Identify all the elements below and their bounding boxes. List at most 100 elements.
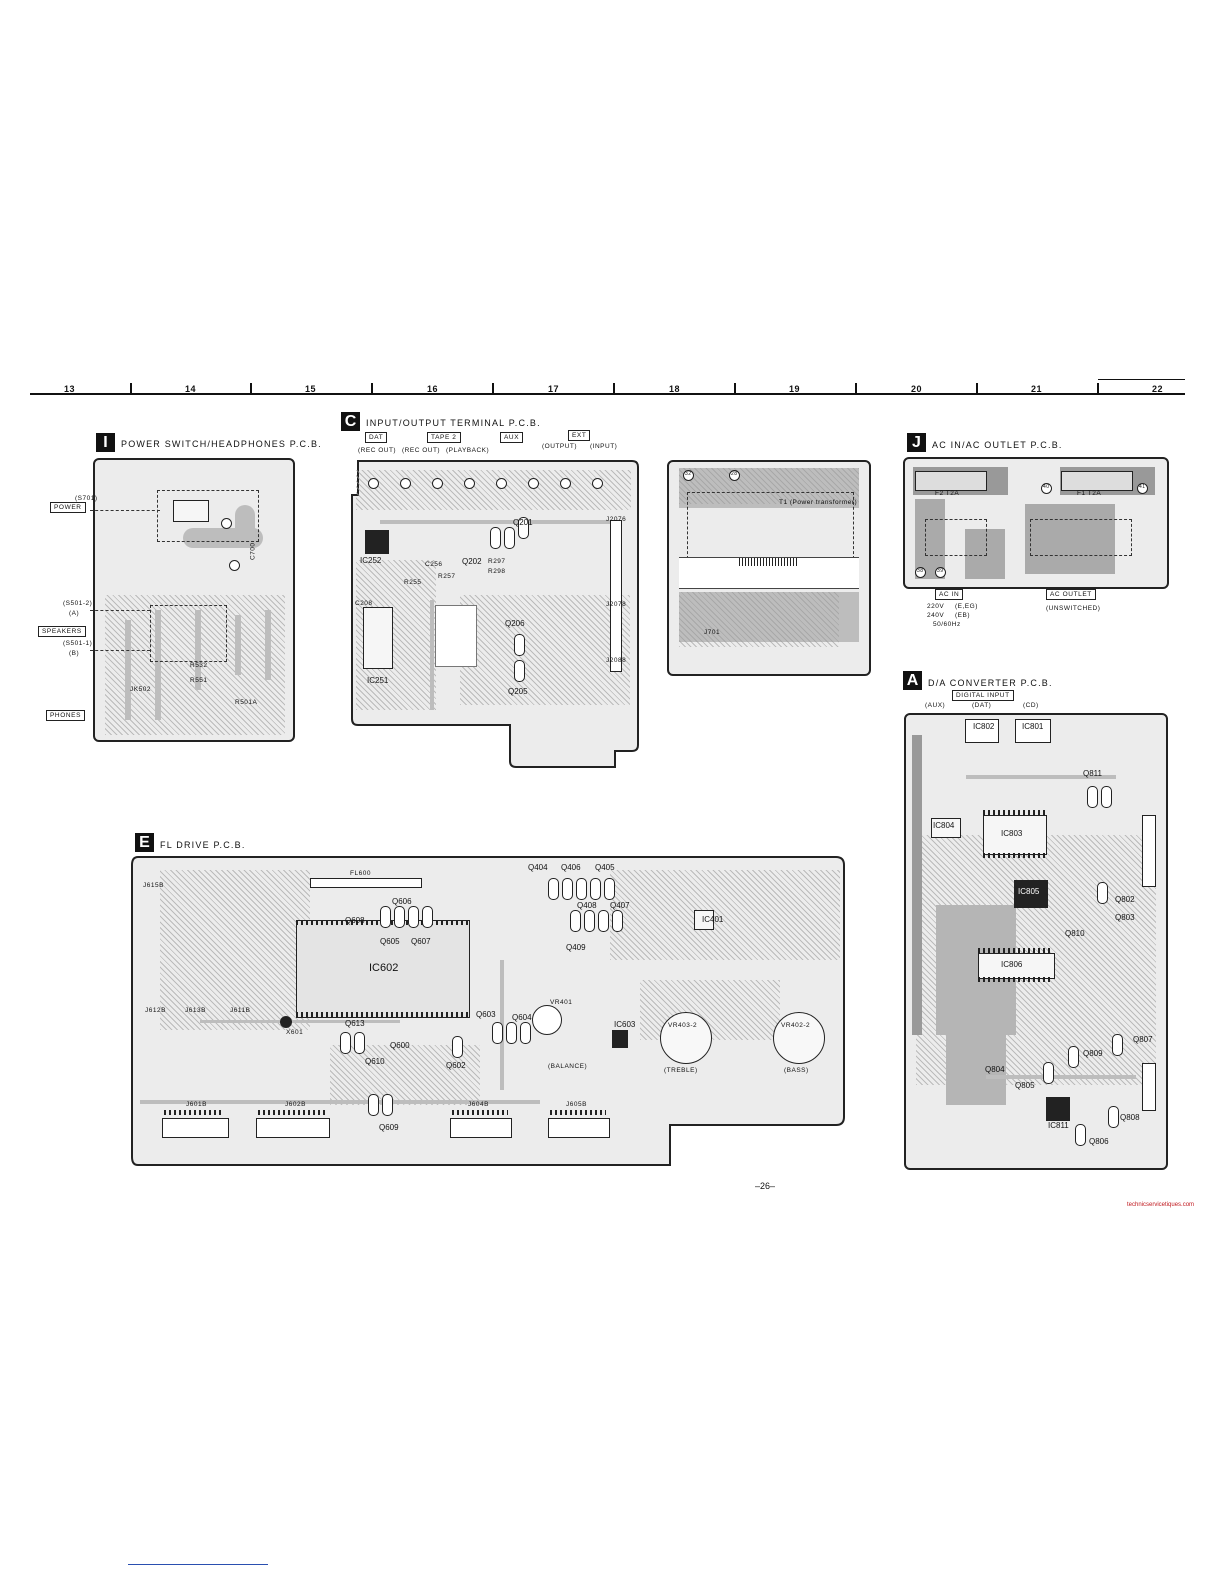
ic-ic805 (1014, 880, 1048, 908)
label-ic803: IC803 (1001, 829, 1023, 838)
pcb-board-transformer: 32 28 T1 (Power transformer) J701 (667, 460, 871, 676)
label-j615b: J615B (143, 882, 164, 889)
ic-ic801 (1015, 719, 1051, 743)
ic-ic802 (965, 719, 999, 743)
label-j2078: J2078 (606, 601, 627, 608)
ic-ic251 (363, 607, 393, 669)
transistor-body (548, 878, 559, 900)
transistor-q201-body (518, 517, 529, 539)
label-q602: Q602 (446, 1061, 466, 1070)
label-q600: Q600 (390, 1041, 410, 1050)
page-number: –26– (755, 1181, 776, 1191)
transistor-q205-body (514, 660, 525, 682)
label-fl600: FL600 (350, 870, 371, 877)
label-s501-1: (S501-1) (63, 640, 93, 647)
label-dat: DAT (365, 432, 388, 443)
transistor-body (380, 906, 391, 928)
transistor-body (1097, 882, 1108, 904)
label-j612b: J612B (145, 1007, 166, 1014)
pcb-pad (1137, 483, 1148, 494)
transistor-body (562, 878, 573, 900)
ruler-tick (613, 383, 615, 394)
label-q613: Q613 (345, 1019, 365, 1028)
ruler-tick (371, 383, 373, 394)
label-q610: Q610 (365, 1057, 385, 1066)
pcb-pad (592, 478, 603, 489)
transistor-body (408, 906, 419, 928)
pcb-board-j: 38 39 40 41 F2 T2A F1 T2A (903, 457, 1169, 589)
ic-ic806 (978, 953, 1055, 979)
label-ic804: IC804 (933, 821, 955, 830)
ic-pins (983, 810, 1045, 815)
column-number: 15 (305, 384, 317, 394)
ic-pins (978, 948, 1053, 953)
label-pad-38: 38 (917, 568, 924, 574)
label-220v: 220V (927, 603, 945, 610)
label-q805: Q805 (1015, 1081, 1035, 1090)
leader-line (90, 650, 150, 651)
pcb-pad (915, 567, 926, 578)
label-ic252: IC252 (360, 556, 382, 565)
transistor-body (504, 527, 515, 549)
transistor-body (1043, 1062, 1054, 1084)
column-number: 17 (548, 384, 560, 394)
label-c256: C256 (425, 561, 443, 568)
pcb-pad (229, 560, 240, 571)
ic-ic401 (694, 910, 714, 930)
label-s701: (S701) (75, 495, 98, 502)
label-q404: Q404 (528, 863, 548, 872)
label-playback: (PLAYBACK) (446, 447, 490, 454)
label-r501a: R501A (235, 699, 258, 706)
column-number: 22 (1152, 384, 1164, 394)
column-number: 14 (185, 384, 197, 394)
section-e-letter: E (135, 833, 154, 852)
transistor-body (1101, 786, 1112, 808)
connector-pins (164, 1110, 224, 1115)
label-q803: Q803 (1115, 913, 1135, 922)
potentiometer-vr401 (532, 1005, 562, 1035)
label-q407: Q407 (610, 901, 630, 910)
connector-right-upper (1142, 815, 1156, 887)
ic-ic603 (612, 1030, 628, 1048)
label-c700: C700 (249, 542, 257, 561)
ruler-tick (976, 383, 978, 394)
transistor-body (422, 906, 433, 928)
transistor-q202-body (490, 527, 501, 549)
label-bass: (BASS) (784, 1067, 809, 1074)
ruler-tick (492, 383, 494, 394)
label-cd-input: (CD) (1023, 702, 1039, 709)
label-ic806: IC806 (1001, 960, 1023, 969)
label-e-eg: (E,EG) (955, 603, 978, 610)
label-f2-t2a: F2 T2A (935, 490, 960, 497)
label-pad-32: 32 (685, 471, 692, 477)
label-r257: R257 (438, 573, 456, 580)
label-vr403: VR403-2 (668, 1022, 698, 1029)
label-j2088: J2088 (606, 657, 627, 664)
fuse-f1 (1061, 471, 1133, 491)
bottom-rule (128, 1564, 268, 1565)
pcb-board-a (904, 713, 1168, 1170)
column-number: 13 (64, 384, 76, 394)
ic-ic804 (931, 818, 961, 838)
pcb-pad (1041, 483, 1052, 494)
section-j-letter: J (907, 433, 926, 452)
label-rec-out-1: (REC OUT) (358, 447, 397, 454)
section-i-title: POWER SWITCH/HEADPHONES P.C.B. (121, 439, 322, 449)
label-jk502: JK502 (130, 686, 151, 693)
transistor-body (1108, 1106, 1119, 1128)
ic-pins (983, 853, 1045, 858)
label-q205: Q205 (508, 687, 528, 696)
section-e-title: FL DRIVE P.C.B. (160, 840, 246, 850)
ruler-tick (250, 383, 252, 394)
label-ic251: IC251 (367, 676, 389, 685)
connector-j207 (610, 520, 622, 672)
label-ic805: IC805 (1018, 887, 1040, 896)
label-c208: C208 (355, 600, 373, 607)
label-q806: Q806 (1089, 1137, 1109, 1146)
transistor-body (520, 1022, 531, 1044)
label-dat-input: (DAT) (972, 702, 992, 709)
power-switch-component (173, 500, 209, 522)
label-q608: Q608 (345, 916, 365, 925)
label-q807: Q807 (1133, 1035, 1153, 1044)
label-q808: Q808 (1120, 1113, 1140, 1122)
